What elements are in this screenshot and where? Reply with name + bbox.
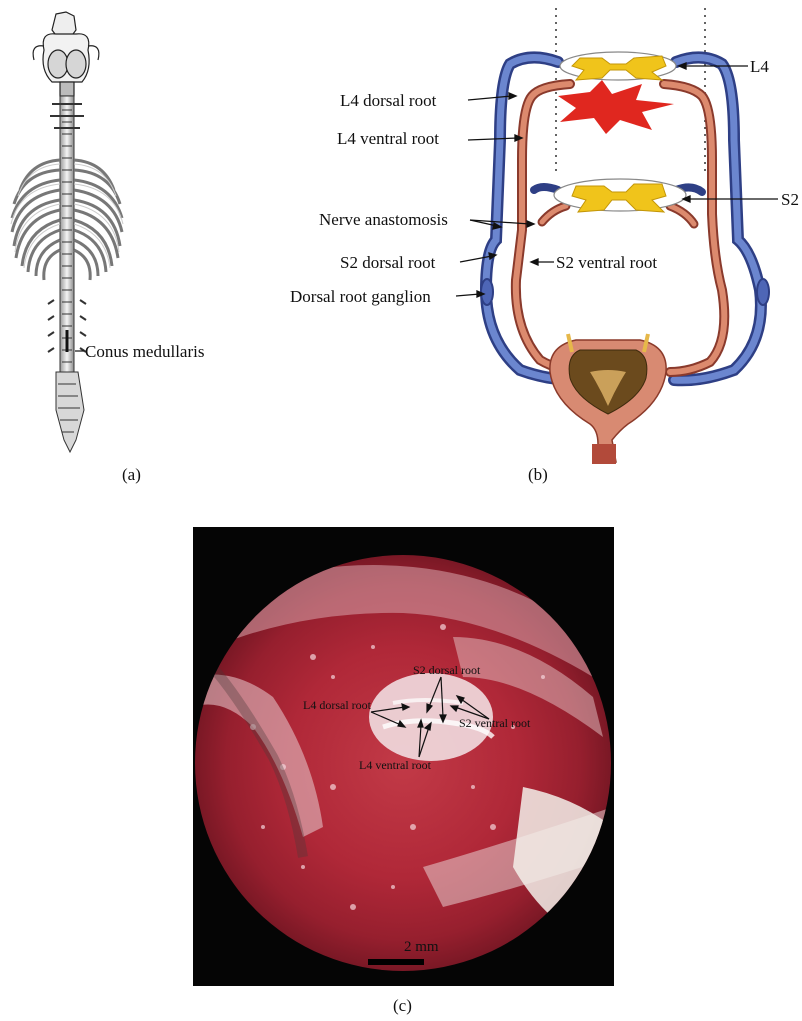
ventral-roots	[516, 84, 724, 372]
scale-bar	[368, 959, 424, 965]
photo-label-s2-ventral-root: S2 ventral root	[459, 717, 530, 729]
photo-label-l4-ventral-root: L4 ventral root	[359, 759, 431, 771]
panel-c-photo: S2 dorsal root L4 dorsal root S2 ventral…	[193, 527, 614, 986]
panel-a: Conus medullaris (a)	[0, 0, 300, 500]
panel-b: L4 S2 L4 dorsal root L4 ventral root Ner…	[290, 0, 802, 500]
label-l4-ventral-root: L4 ventral root	[337, 130, 439, 147]
l4-cord-section	[560, 52, 676, 80]
caption-c: (c)	[393, 997, 412, 1014]
vertebral-column	[48, 96, 86, 452]
skull	[33, 12, 99, 96]
label-nerve-anastomosis: Nerve anastomosis	[319, 211, 448, 228]
lesion-star	[558, 80, 674, 134]
nerve-transfer-schematic	[290, 0, 802, 480]
label-s2-dorsal-root: S2 dorsal root	[340, 254, 435, 271]
photo-label-s2-dorsal-root: S2 dorsal root	[413, 664, 480, 676]
label-dorsal-root-ganglion: Dorsal root ganglion	[290, 288, 431, 305]
caption-b: (b)	[528, 466, 548, 483]
label-s2-ventral-root: S2 ventral root	[556, 254, 657, 271]
surgical-field-photo	[193, 527, 614, 986]
scale-bar-label: 2 mm	[404, 940, 439, 955]
bladder	[550, 334, 666, 464]
caption-a: (a)	[122, 466, 141, 483]
label-l4-dorsal-root: L4 dorsal root	[340, 92, 436, 109]
photo-label-l4-dorsal-root: L4 dorsal root	[303, 699, 371, 711]
label-conus-medullaris: Conus medullaris	[85, 343, 204, 360]
label-s2: S2	[781, 191, 799, 208]
rat-skeleton-illustration	[0, 0, 300, 460]
label-l4: L4	[750, 58, 769, 75]
